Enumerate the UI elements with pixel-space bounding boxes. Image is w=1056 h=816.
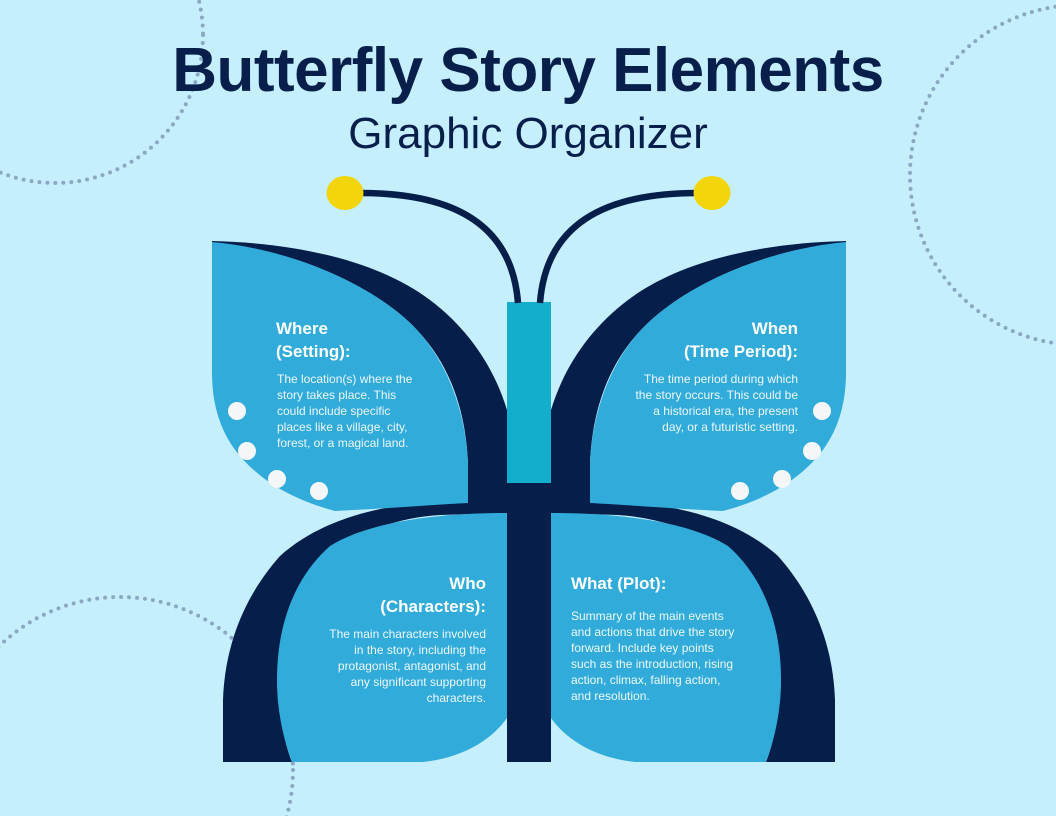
when-heading: When (Time Period): [684,317,798,363]
upper-left-wing [212,241,507,513]
description-line: characters. [426,691,486,705]
lower-right-wing-fill [551,513,781,762]
heading-line: What (Plot): [571,574,667,593]
what-description: Summary of the main events and actions t… [571,608,734,704]
description-line: The location(s) where the [277,372,413,386]
lower-left-wing [223,502,507,762]
left-antenna-tip-icon [326,176,364,210]
wing-dots-left [228,402,328,500]
page-title: Butterfly Story Elements [172,36,884,105]
description-line: in the story, including the [354,643,486,657]
lower-left-wing-fill [277,513,507,762]
what-heading: What (Plot): [571,572,666,595]
body-thorax [507,302,551,483]
heading-line: Who [449,574,486,593]
heading-line: When [751,319,798,338]
description-line: action, climax, falling action, [571,673,721,687]
where-heading: Where (Setting): [276,317,351,363]
dotted-circle-top-left [0,0,205,185]
upper-right-wing-fill [590,242,846,511]
upper-left-wing-outline [212,241,507,513]
description-line: a historical era, the present [653,404,798,418]
heading-line: Where [276,319,328,338]
right-antenna-tip-icon [693,176,731,210]
wing-dot [238,442,256,460]
description-line: forest, or a magical land. [277,436,409,450]
description-line: and resolution. [571,689,650,703]
who-heading: Who (Characters): [380,572,486,618]
wing-dot [813,402,831,420]
wing-dot [268,470,286,488]
wing-dot [803,442,821,460]
where-description: The location(s) where the story takes pl… [277,371,412,451]
upper-right-wing [551,241,846,513]
page-subtitle: Graphic Organizer [348,109,708,158]
right-antenna [536,189,699,304]
wing-dot [228,402,246,420]
description-line: story takes place. This [277,388,397,402]
body-lower [507,470,551,762]
upper-left-wing-fill [212,242,468,511]
left-antenna [359,189,522,304]
description-line: could include specific [277,404,391,418]
heading-line: (Time Period): [684,342,798,361]
heading-line: (Setting): [276,342,351,361]
description-line: places like a village, city, [277,420,408,434]
description-line: the story occurs. This could be [635,388,798,402]
antennae [326,176,731,304]
description-line: and actions that drive the story [571,625,735,639]
description-line: The main characters involved [329,627,486,641]
wing-dot [731,482,749,500]
lower-left-wing-outline [223,502,507,762]
description-line: protagonist, antagonist, and [337,659,486,673]
description-line: any significant supporting [350,675,486,689]
description-line: such as the introduction, rising [571,657,734,671]
wing-dots-right [731,402,831,500]
lower-right-wing [551,502,835,762]
heading-line: (Characters): [380,597,486,616]
description-line: day, or a futuristic setting. [662,420,798,434]
dotted-circle-bottom-left [0,595,295,816]
lower-right-wing-outline [551,502,835,762]
description-line: The time period during which [643,372,798,386]
wing-dot [310,482,328,500]
description-line: Summary of the main events [571,609,724,623]
when-description: The time period during which the story o… [635,371,798,435]
description-line: forward. Include key points [571,641,714,655]
who-description: The main characters involved in the stor… [329,626,486,706]
butterfly-body [507,302,551,762]
upper-right-wing-outline [551,241,846,513]
wing-dot [773,470,791,488]
